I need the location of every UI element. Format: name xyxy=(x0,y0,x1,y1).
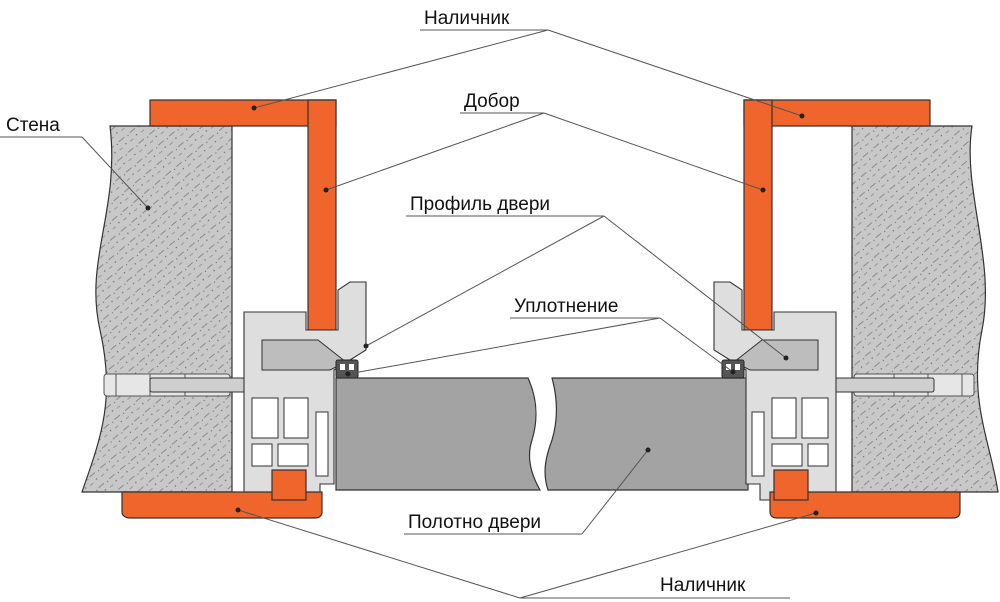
door-leaf-right xyxy=(544,377,749,491)
right-door-profile xyxy=(713,281,837,501)
label-nalichnik-top: Наличник xyxy=(424,8,510,29)
label-polotno-dveri: Полотно двери xyxy=(408,512,541,533)
right-seal xyxy=(721,359,745,379)
leader-lines xyxy=(0,29,819,599)
label-profil-dveri: Профиль двери xyxy=(410,194,550,215)
wall-right xyxy=(851,125,999,493)
left-trim-clip xyxy=(271,469,307,501)
left-assembly xyxy=(103,99,367,519)
right-dobor xyxy=(743,99,773,331)
right-trim-clip xyxy=(773,469,809,501)
wall-left xyxy=(81,125,233,493)
label-dobor: Добор xyxy=(464,91,520,112)
label-nalichnik-bottom: Наличник xyxy=(660,575,746,596)
label-stena: Стена xyxy=(6,115,60,136)
door-leaf-left xyxy=(335,377,542,491)
label-uplotnenie: Уплотнение xyxy=(514,296,618,317)
left-dobor xyxy=(307,99,337,331)
